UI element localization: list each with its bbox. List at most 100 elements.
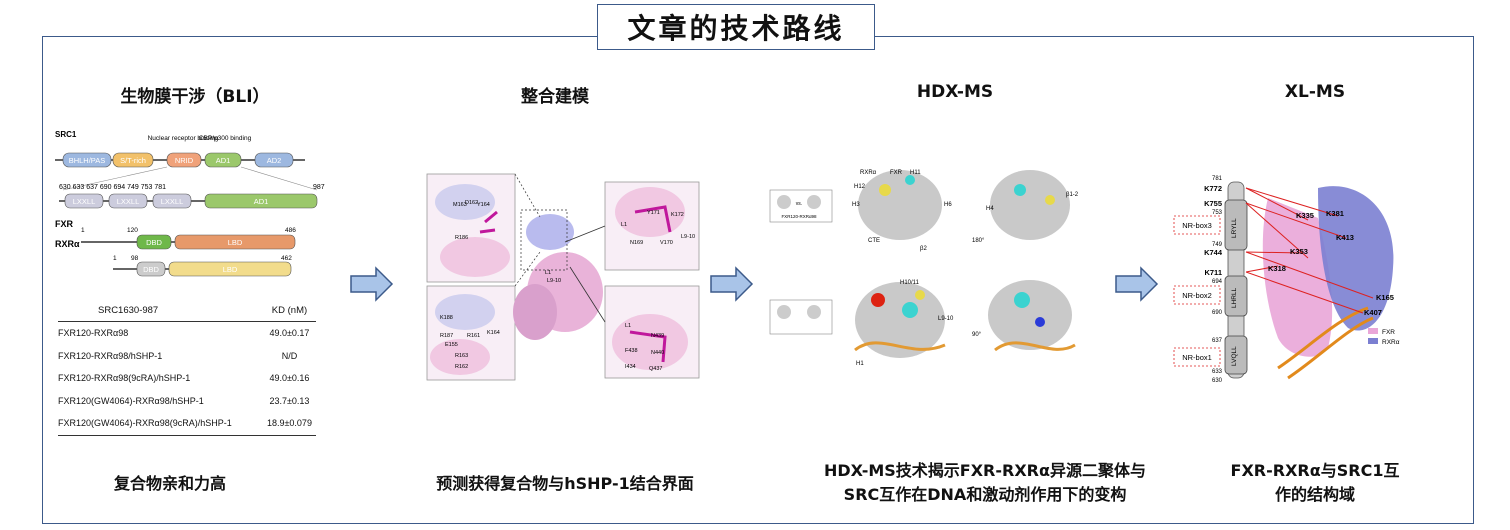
hdx-caption-line1: HDX-MS技术揭示FXR-RXRα异源二聚体与 — [824, 461, 1146, 480]
rxr-mid: 98 — [131, 255, 139, 262]
svg-text:F438: F438 — [625, 348, 638, 354]
svg-text:R186: R186 — [455, 235, 468, 241]
svg-text:R162: R162 — [455, 364, 468, 370]
svg-text:753: 753 — [1212, 210, 1223, 216]
svg-text:N169: N169 — [630, 240, 643, 246]
kd-header-right: KD (nM) — [262, 302, 316, 322]
block-nrid: NRID — [175, 156, 194, 165]
lxxll-2: LXXLL — [117, 197, 140, 206]
block-ad1: AD1 — [216, 156, 231, 165]
block-bhlh: BHLH/PAS — [69, 156, 106, 165]
svg-text:FXR: FXR — [890, 170, 903, 176]
svg-text:K711: K711 — [1204, 268, 1222, 277]
block-st: S/T-rich — [120, 156, 146, 165]
svg-text:H3: H3 — [852, 202, 860, 208]
svg-text:Y164: Y164 — [477, 202, 490, 208]
hdx-figure: vs. FXR120-RXRα98 FXR RXRα H11 H12 H3 H6… — [769, 170, 1079, 367]
svg-text:LRYLL: LRYLL — [1231, 218, 1238, 238]
ad1-block — [204, 152, 242, 168]
svg-text:β2: β2 — [920, 246, 927, 252]
bli-caption: 复合物亲和力高 — [113, 474, 226, 493]
svg-text:K755: K755 — [1204, 199, 1222, 208]
svg-text:694: 694 — [1212, 279, 1223, 285]
svg-text:630: 630 — [1212, 378, 1223, 384]
svg-text:LHRLL: LHRLL — [1231, 287, 1238, 308]
svg-text:vs.: vs. — [796, 201, 802, 207]
svg-text:β1-2: β1-2 — [1066, 192, 1079, 198]
cbp-note: CBP/p300 binding — [199, 135, 252, 142]
svg-text:180°: 180° — [972, 238, 985, 244]
svg-text:K407: K407 — [1364, 308, 1382, 317]
ad2-block — [254, 152, 294, 168]
xl-caption-line2: 作的结构域 — [1274, 485, 1355, 504]
svg-text:K772: K772 — [1204, 184, 1222, 193]
fxr-lbd: LBD — [228, 238, 243, 247]
svg-text:Y171: Y171 — [647, 210, 660, 216]
svg-text:K164: K164 — [487, 330, 500, 336]
zoom-end: 987 — [313, 184, 325, 191]
svg-text:I434: I434 — [625, 364, 636, 370]
model-title: 整合建模 — [521, 87, 589, 107]
svg-text:L9-10: L9-10 — [938, 316, 954, 322]
bli-title: 生物膜干涉（BLI） — [120, 87, 270, 107]
svg-text:M163: M163 — [453, 202, 467, 208]
svg-text:L1: L1 — [625, 323, 631, 329]
svg-text:R163: R163 — [455, 353, 468, 359]
fxr-dbd: DBD — [146, 238, 162, 247]
hdx-caption-line2: SRC互作在DNA和激动剂作用下的变构 — [843, 485, 1127, 504]
svg-text:L1: L1 — [545, 270, 551, 276]
svg-text:H10/11: H10/11 — [900, 280, 920, 286]
svg-text:781: 781 — [1212, 176, 1223, 182]
svg-text:LVQLL: LVQLL — [1231, 346, 1238, 366]
svg-text:K744: K744 — [1204, 248, 1223, 257]
xl-title: XL-MS — [1284, 82, 1346, 102]
svg-text:CTE: CTE — [868, 238, 880, 244]
rxr-dbd: DBD — [143, 265, 159, 274]
rxr-end: 462 — [281, 255, 292, 262]
lxxll-3: LXXLL — [161, 197, 184, 206]
arrow-3-icon — [1115, 266, 1159, 302]
svg-text:633: 633 — [1212, 369, 1223, 375]
zoom-ad1: AD1 — [254, 197, 269, 206]
fxr-start: 1 — [81, 227, 85, 234]
model-caption: 预测获得复合物与hSHP-1结合界面 — [436, 474, 694, 493]
svg-text:D162: D162 — [465, 200, 478, 206]
xlms-figure: LRYLL LHRLL LVQLL NR-box3 NR-box2 NR-box… — [1173, 176, 1400, 384]
svg-text:K381: K381 — [1326, 209, 1344, 218]
svg-text:FXR: FXR — [1382, 329, 1395, 336]
modeling-figure: M163 D162 Y164 R186 K188 R187 E155 R161 … — [426, 173, 700, 381]
lxxll-1: LXXLL — [73, 197, 96, 206]
xl-caption-line1: FXR-RXRα与SRC1互 — [1230, 461, 1400, 480]
domain-diagram: SRC1 BHLH/PAS S/T-rich NRID AD1 AD2 Nucl… — [55, 130, 325, 277]
svg-text:K172: K172 — [671, 212, 684, 218]
svg-text:637: 637 — [1212, 338, 1223, 344]
svg-text:L1: L1 — [621, 222, 627, 228]
svg-text:NR-box1: NR-box1 — [1182, 353, 1212, 362]
svg-text:K335: K335 — [1296, 211, 1314, 220]
st-rich-block — [112, 152, 154, 168]
svg-text:N440: N440 — [651, 350, 664, 356]
svg-text:K188: K188 — [440, 315, 453, 321]
arrow-2-icon — [710, 266, 754, 302]
svg-text:L9-10: L9-10 — [681, 234, 695, 240]
rxr-lbd: LBD — [223, 265, 238, 274]
svg-text:Q437: Q437 — [649, 366, 662, 372]
svg-text:H6: H6 — [944, 202, 952, 208]
rxr-label: RXRα — [55, 239, 80, 249]
svg-text:690: 690 — [1212, 310, 1223, 316]
page-title: 文章的技术路线 — [597, 4, 875, 50]
svg-text:K318: K318 — [1268, 264, 1286, 273]
svg-text:R187: R187 — [440, 333, 453, 339]
kd-header-left: SRC1630-987 — [58, 302, 263, 322]
block-ad2: AD2 — [267, 156, 282, 165]
rxr-start: 1 — [113, 255, 117, 262]
nrid-note: Nuclear receptor binding — [148, 135, 219, 142]
svg-text:H4: H4 — [986, 206, 994, 212]
svg-text:749: 749 — [1212, 242, 1223, 248]
arrow-1-icon — [350, 266, 394, 302]
